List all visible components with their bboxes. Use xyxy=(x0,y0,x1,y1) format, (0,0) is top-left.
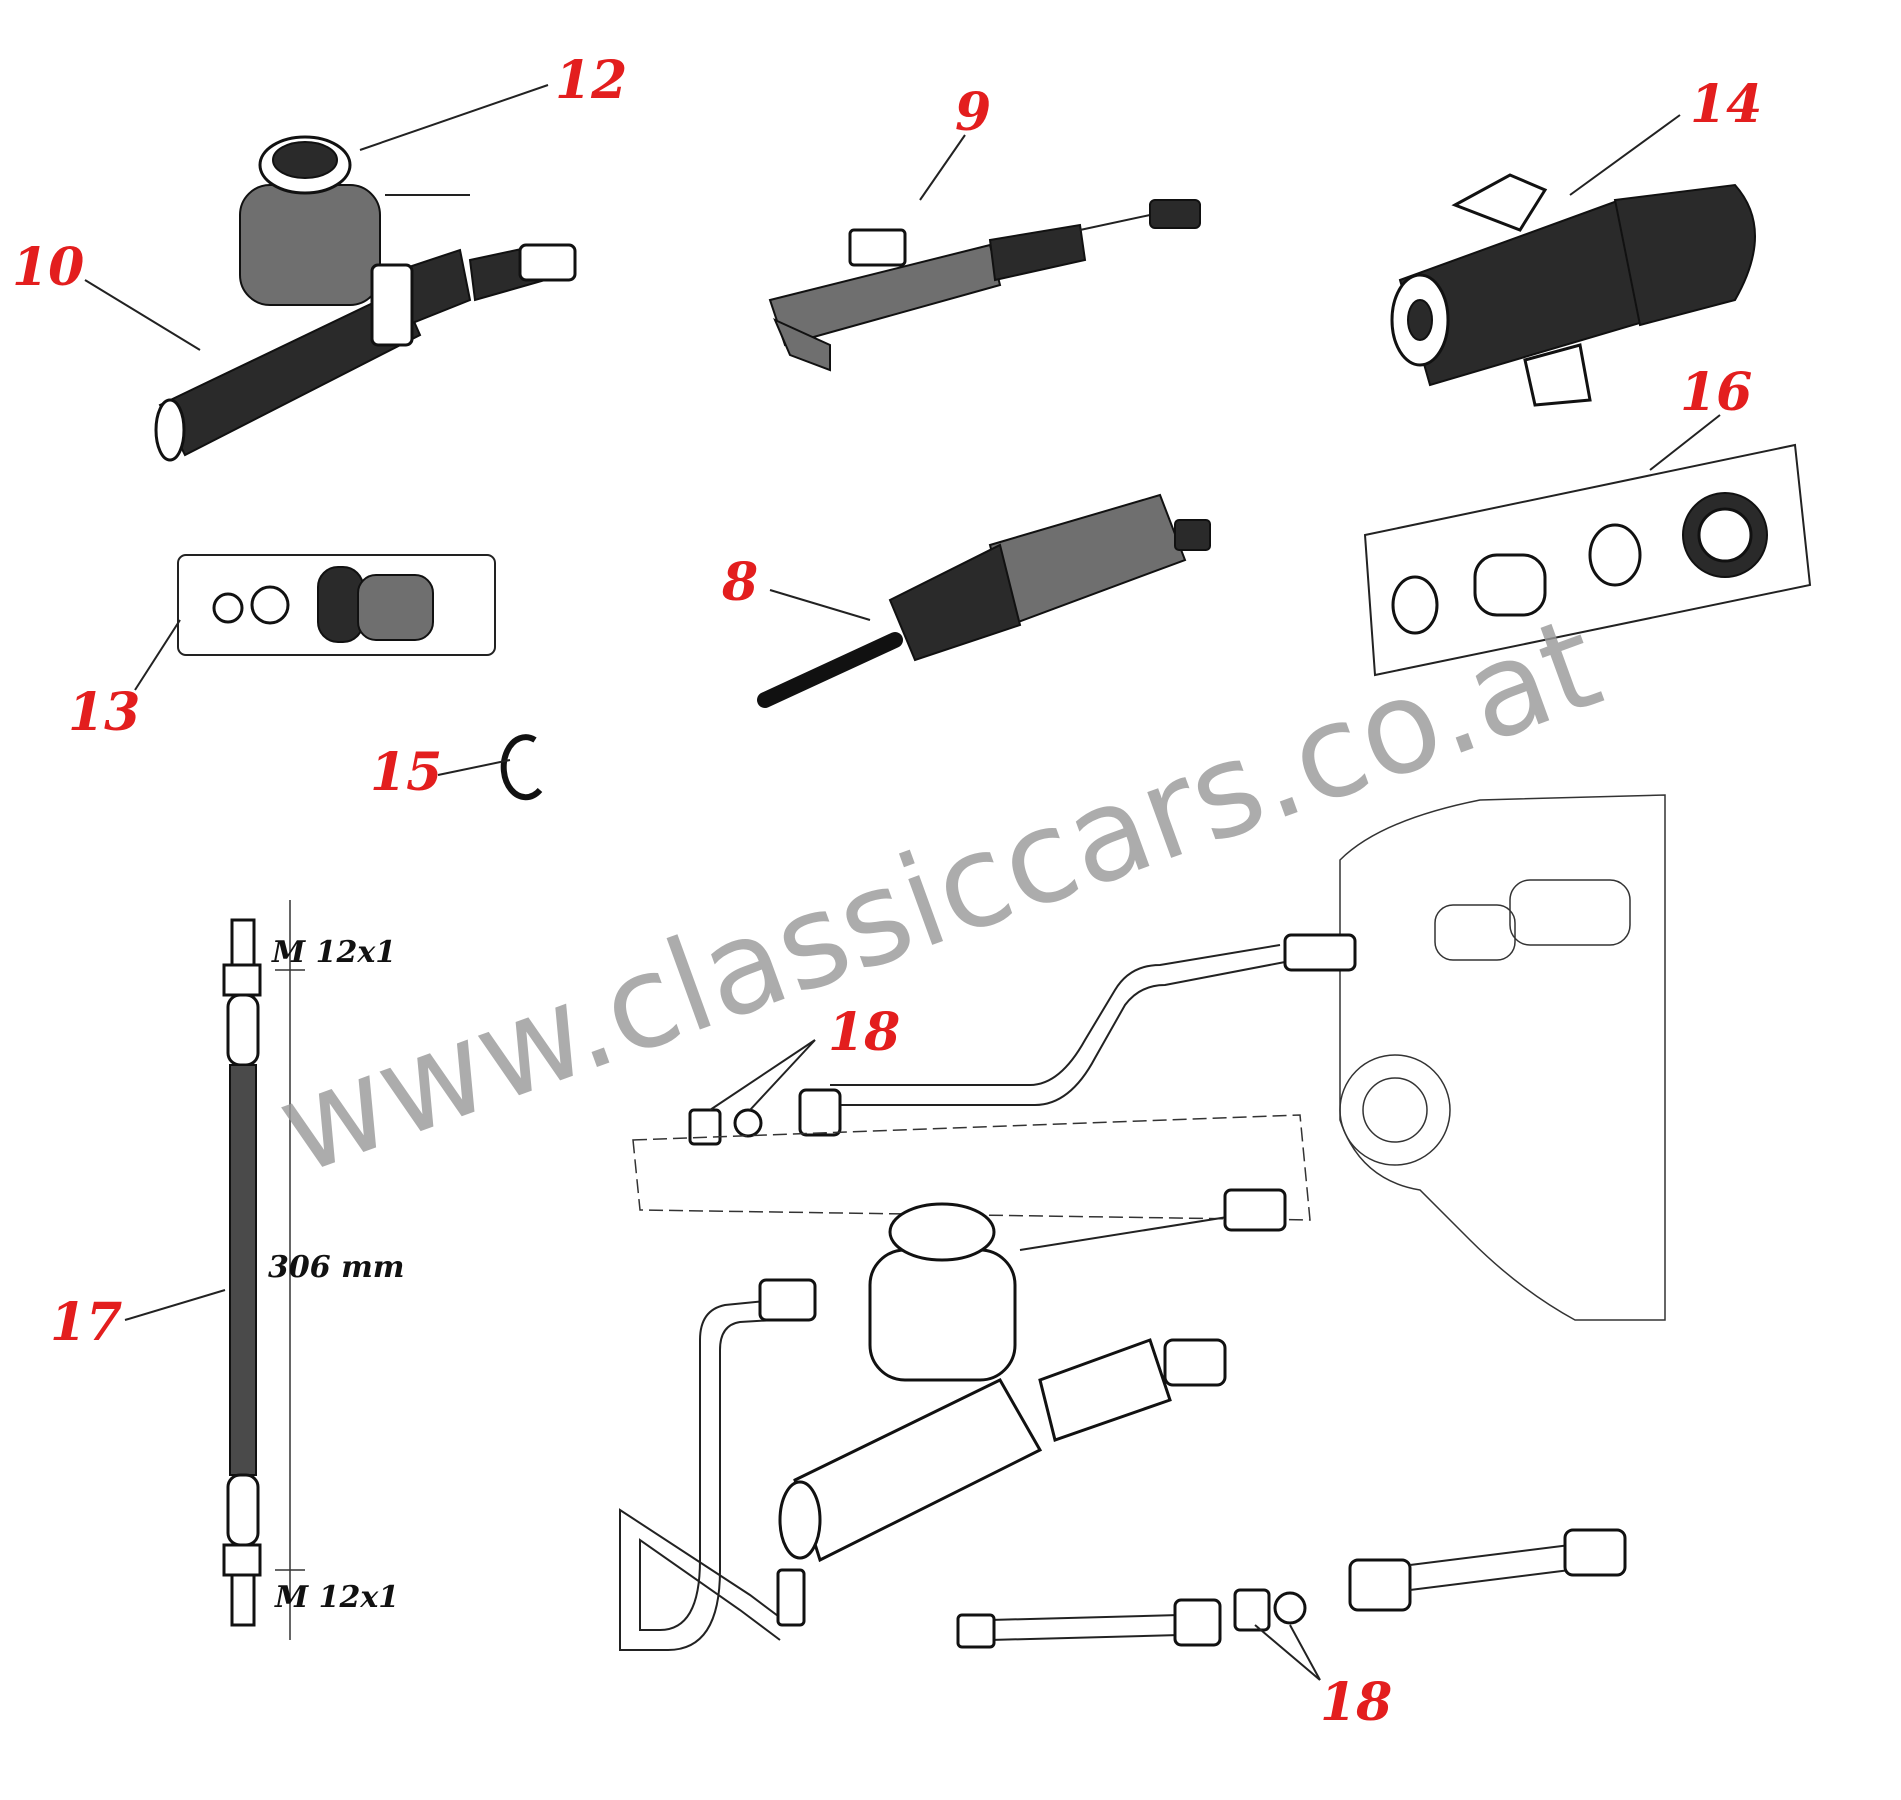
leader-13 xyxy=(134,619,181,691)
label-8: 8 xyxy=(721,552,758,613)
leader-lines xyxy=(84,84,1721,1681)
assembly-drawing xyxy=(619,794,1666,1651)
leader-18b-1 xyxy=(1254,1624,1321,1681)
leader-17 xyxy=(124,1289,226,1321)
part-15-circlip xyxy=(500,734,543,801)
label-18-bottom: 18 xyxy=(1320,1672,1392,1733)
leader-16 xyxy=(1649,414,1721,471)
part-13-seal-kit xyxy=(177,554,496,656)
leader-18a-1 xyxy=(709,1039,816,1111)
label-15: 15 xyxy=(370,742,442,803)
label-18-top: 18 xyxy=(828,1002,900,1063)
leader-8 xyxy=(769,589,871,621)
watermark: www.classiccars.co.at xyxy=(260,588,1618,1204)
label-10: 10 xyxy=(12,237,84,298)
hose-thread-bottom: M 12x1 xyxy=(274,1580,399,1615)
part-8-slave-cylinder xyxy=(757,493,1211,708)
part-16-seal-kit xyxy=(1363,443,1812,677)
part-9-cylinder xyxy=(768,199,1201,372)
leader-18b-2 xyxy=(1289,1624,1321,1681)
leader-15 xyxy=(437,759,511,776)
leader-12 xyxy=(359,84,549,151)
leader-10 xyxy=(84,279,201,351)
leader-14 xyxy=(1569,114,1681,196)
label-16: 16 xyxy=(1680,362,1752,423)
label-14: 14 xyxy=(1690,74,1762,135)
label-9: 9 xyxy=(955,82,991,143)
label-12: 12 xyxy=(555,50,627,111)
leader-9 xyxy=(919,134,966,201)
hose-length: 306 mm xyxy=(268,1250,405,1285)
part-17-hose xyxy=(222,900,305,1640)
part-10-master-cylinder xyxy=(154,135,577,462)
label-13: 13 xyxy=(68,682,140,743)
label-17: 17 xyxy=(50,1292,122,1353)
hose-thread-top: M 12x1 xyxy=(271,935,396,970)
leader-18a-2 xyxy=(749,1039,816,1111)
part-14-slave-cylinder xyxy=(1390,173,1756,407)
